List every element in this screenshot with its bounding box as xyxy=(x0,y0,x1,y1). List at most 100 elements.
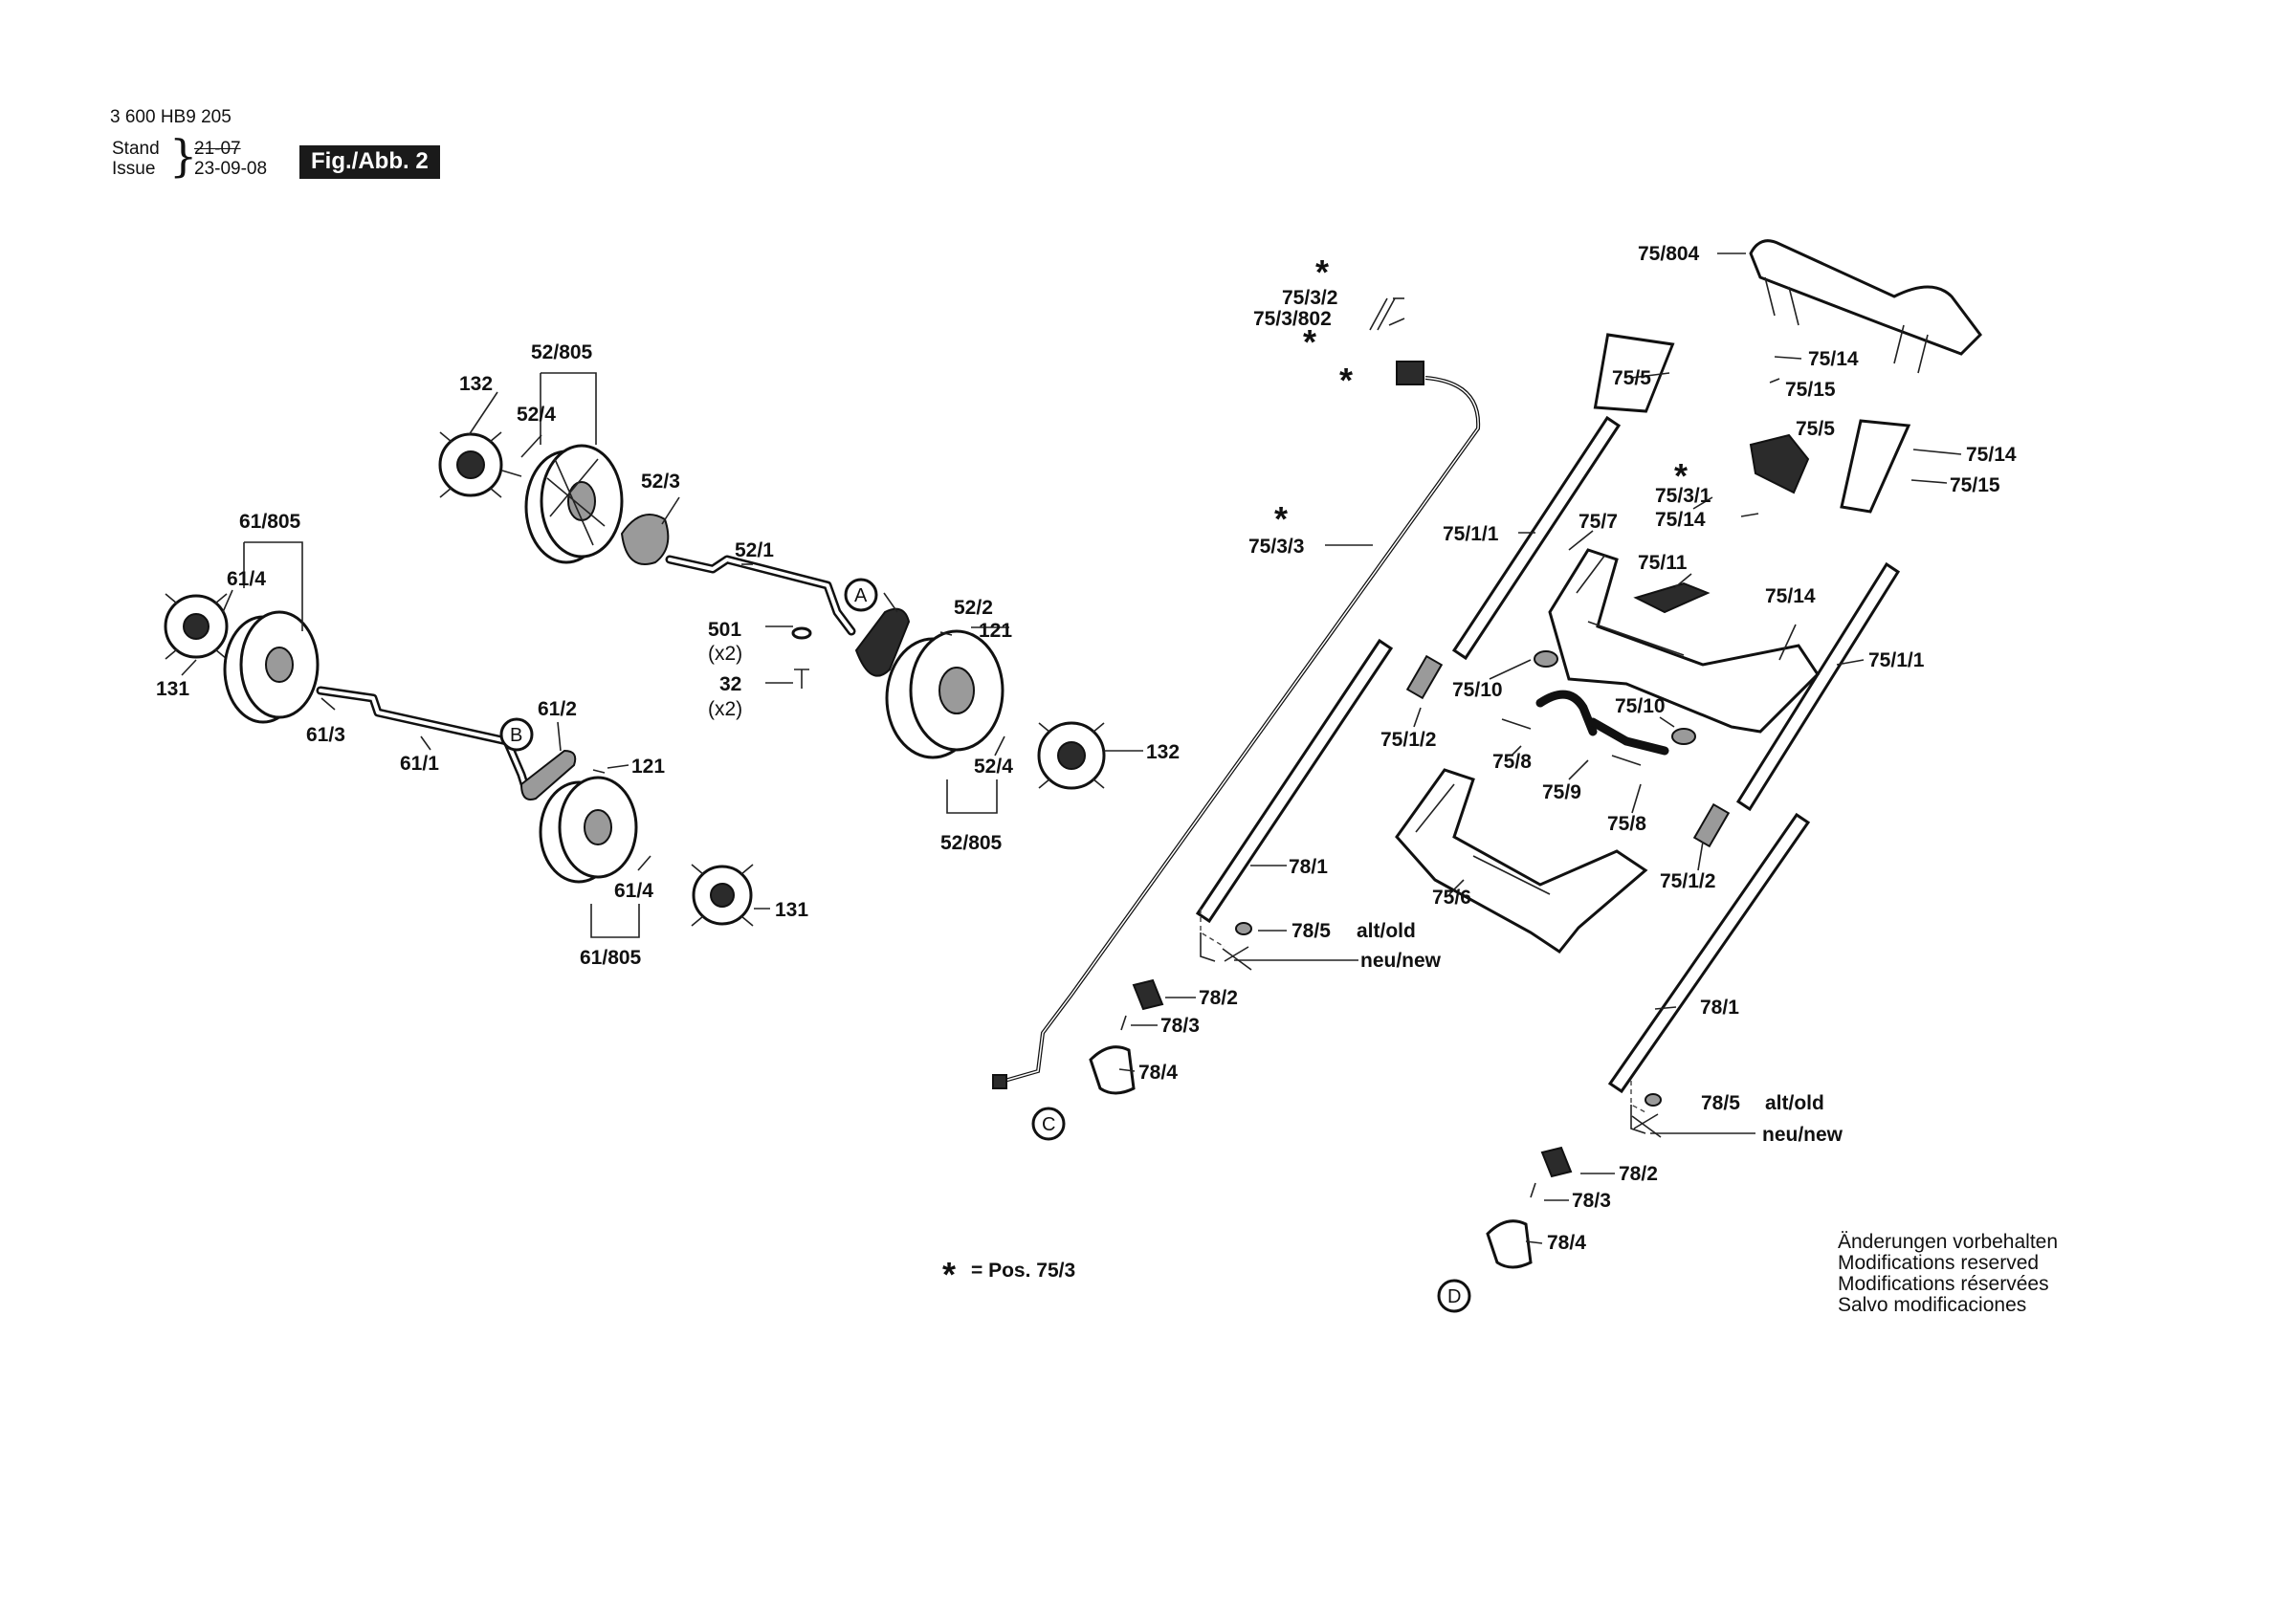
clip-icon xyxy=(1692,802,1731,848)
reference-markers xyxy=(499,578,1471,1313)
clip-parts-right xyxy=(1486,1093,1662,1269)
clip-icon xyxy=(1405,654,1444,700)
note-de: Änderungen vorbehalten xyxy=(1838,1231,2059,1253)
label-75-5-top: 75/5 xyxy=(1612,367,1651,389)
marker-A: A xyxy=(854,585,868,606)
label-61-2: 61/2 xyxy=(538,698,577,720)
legend-star: * xyxy=(942,1255,956,1294)
label-78-4-right: 78/4 xyxy=(1547,1232,1586,1254)
document-code: 3 600 HB9 205 xyxy=(110,107,232,127)
label-75-3-1: 75/3/1 xyxy=(1655,485,1711,507)
label-75-15-top: 75/15 xyxy=(1785,379,1836,401)
label-neunew-left: neu/new xyxy=(1360,950,1442,972)
label-131-left: 131 xyxy=(156,678,189,700)
cable-icon xyxy=(992,297,1481,1089)
axle-icon xyxy=(665,555,856,636)
marker-C: C xyxy=(1042,1114,1055,1135)
tube-icon xyxy=(1195,415,1901,1094)
label-78-4-left: 78/4 xyxy=(1138,1062,1178,1084)
label-78-5-left: 78/5 xyxy=(1292,920,1331,942)
label-132-bottom: 132 xyxy=(1146,741,1180,763)
label-altold-right: alt/old xyxy=(1765,1092,1824,1114)
label-121-top: 121 xyxy=(979,620,1012,642)
label-75-8-left: 75/8 xyxy=(1492,751,1532,773)
label-61-4-bottom: 61/4 xyxy=(614,880,653,902)
label-52-2: 52/2 xyxy=(954,597,993,619)
label-75-14-mid: 75/14 xyxy=(1655,509,1706,531)
label-61-4-top: 61/4 xyxy=(227,568,266,590)
hub-cap-icon xyxy=(691,864,754,927)
note-fr: Modifications réservées xyxy=(1838,1273,2049,1295)
star-75-3-1: * xyxy=(1674,456,1688,495)
washer xyxy=(791,626,812,640)
label-x2-b: (x2) xyxy=(708,698,742,720)
label-75-6: 75/6 xyxy=(1432,887,1471,909)
wheel-icon xyxy=(885,629,1004,759)
note-es: Salvo modificaciones xyxy=(1838,1294,2027,1316)
label-75-1-1-right: 75/1/1 xyxy=(1868,649,1925,671)
star-75-3-2: * xyxy=(1315,252,1329,292)
cross-member-upper xyxy=(1548,548,1820,734)
label-52-4-bottom: 52/4 xyxy=(974,756,1013,778)
stand-date: 21-07 xyxy=(194,139,241,159)
label-78-1-right: 78/1 xyxy=(1700,997,1739,1019)
screw-icon xyxy=(592,769,606,774)
issue-date: 23-09-08 xyxy=(194,159,268,179)
screw-icon xyxy=(939,631,953,636)
label-75-3-802: 75/3/802 xyxy=(1253,308,1332,330)
label-78-2-left: 78/2 xyxy=(1199,987,1238,1009)
label-61-1: 61/1 xyxy=(400,753,439,775)
label-75-14-right: 75/14 xyxy=(1966,444,2017,466)
label-52-3: 52/3 xyxy=(641,471,680,493)
clip-parts-left xyxy=(1089,922,1252,1095)
label-61-805-bottom: 61/805 xyxy=(580,947,642,969)
issue-label: Issue xyxy=(112,159,156,179)
lever-mechanism xyxy=(1501,650,1696,766)
label-75-10-left: 75/10 xyxy=(1452,679,1503,701)
axle-bracket xyxy=(519,749,577,801)
label-78-5-right: 78/5 xyxy=(1701,1092,1740,1114)
stand-label: Stand xyxy=(112,139,160,159)
brace-icon: } xyxy=(169,130,198,182)
knob-75-11 xyxy=(1633,581,1711,614)
label-75-1-2-left: 75/1/2 xyxy=(1380,729,1436,751)
label-neunew-right: neu/new xyxy=(1762,1124,1843,1146)
label-75-5-right: 75/5 xyxy=(1796,418,1835,440)
cross-member-lower xyxy=(1395,768,1648,954)
front-wheel-group xyxy=(164,593,754,927)
screw-icon xyxy=(794,669,809,689)
label-78-3-left: 78/3 xyxy=(1160,1015,1200,1037)
note-en: Modifications reserved xyxy=(1838,1252,2040,1274)
marker-D: D xyxy=(1447,1286,1461,1307)
label-75-9: 75/9 xyxy=(1542,781,1581,803)
leader-lines xyxy=(181,252,1962,1244)
label-78-2-right: 78/2 xyxy=(1619,1163,1658,1185)
handle-bar-icon xyxy=(1593,239,1982,514)
hub-cap-icon xyxy=(164,593,229,660)
label-75-1-1-left: 75/1/1 xyxy=(1443,523,1499,545)
label-78-1-left: 78/1 xyxy=(1289,856,1328,878)
hub-cap-icon xyxy=(1037,721,1106,790)
label-75-3-2: 75/3/2 xyxy=(1282,287,1337,309)
label-131-bottom: 131 xyxy=(775,899,808,921)
marker-B: B xyxy=(510,725,522,746)
cover-75-3-1 xyxy=(1749,433,1810,494)
figure-badge: Fig./Abb. 2 xyxy=(299,145,440,179)
label-52-805-bottom: 52/805 xyxy=(940,832,1003,854)
label-75-7: 75/7 xyxy=(1578,511,1618,533)
label-32: 32 xyxy=(719,673,741,695)
hub-cap-icon xyxy=(438,431,522,498)
wheel-icon xyxy=(223,610,320,724)
star-75-3-3: * xyxy=(1274,499,1288,538)
label-501: 501 xyxy=(708,619,741,641)
label-75-11: 75/11 xyxy=(1638,552,1688,574)
label-75-8-right: 75/8 xyxy=(1607,813,1646,835)
wheel-icon xyxy=(539,776,638,884)
legend-pos: = Pos. 75/3 xyxy=(971,1260,1075,1282)
label-75-1-2-right: 75/1/2 xyxy=(1660,870,1715,892)
modification-notes: Änderungen vorbehalten Modifications res… xyxy=(1838,1232,2058,1316)
label-75-804: 75/804 xyxy=(1638,243,1700,265)
label-75-14-low: 75/14 xyxy=(1765,585,1816,607)
label-121-bottom: 121 xyxy=(631,756,665,778)
